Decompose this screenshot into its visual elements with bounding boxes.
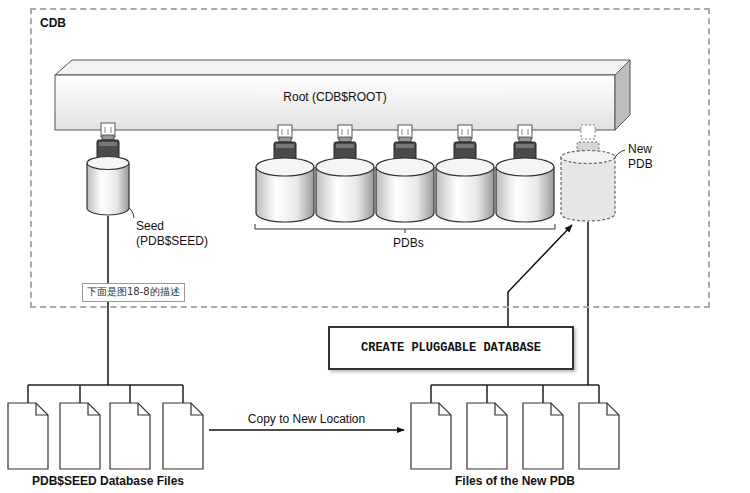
file-group: Files of the New PDB (405, 385, 625, 493)
pdb-cylinder (316, 158, 374, 222)
file-icon (60, 403, 100, 469)
file-icon (8, 403, 48, 469)
root-bar-side (615, 60, 630, 130)
seed-cylinder: Seed (PDB$SEED) (86, 156, 130, 216)
connector (209, 429, 404, 431)
node-text: Root (CDB$ROOT) (55, 90, 615, 105)
root-container: Root (CDB$ROOT) (55, 75, 615, 130)
connector (587, 222, 589, 385)
connector (508, 225, 572, 326)
file-tree (431, 385, 599, 403)
file-icon (523, 403, 563, 469)
file-icon (467, 403, 507, 469)
pdb-cylinder (376, 158, 434, 222)
node-text: 下面是图18-8的描述 (87, 286, 180, 299)
new-pdb-cylinder: New PDB (560, 150, 616, 222)
pdb-cylinder (436, 158, 494, 222)
tooltip-box: 下面是图18-8的描述 (82, 283, 185, 302)
root-bar-top (55, 60, 630, 75)
node-text: CREATE PLUGGABLE DATABASE (361, 341, 541, 356)
cylinder-body (561, 157, 615, 221)
file-icon (411, 403, 451, 469)
file-icon (579, 403, 619, 469)
file-tree (28, 385, 183, 403)
pdb-cylinder (256, 158, 314, 222)
file-group: PDB$SEED Database Files (8, 385, 208, 493)
node-text: New PDB (628, 142, 668, 172)
root-bar-front (55, 75, 615, 130)
container-box: Root (CDB$ROOT) Seed (PDB$SEED) New PDB 下面是… (30, 8, 710, 308)
cylinder-body (87, 163, 129, 215)
edge-label: Copy to New Location (246, 412, 367, 426)
pdb-cylinder (496, 158, 554, 222)
cylinder-outline (86, 156, 130, 216)
cylinder-top (87, 157, 129, 170)
group-label: PDBs (391, 236, 426, 250)
node-text: PDB$SEED Database Files (8, 474, 208, 489)
command-box: CREATE PLUGGABLE DATABASE (328, 326, 574, 370)
node-text: Seed (PDB$SEED) (136, 219, 218, 249)
node-text: Files of the New PDB (405, 474, 625, 489)
node-text: CDB (40, 16, 66, 31)
cylinder-outline (560, 150, 616, 222)
cylinder-top (561, 151, 615, 164)
file-icon (163, 403, 203, 469)
bracket (255, 224, 555, 233)
file-icon (110, 403, 150, 469)
